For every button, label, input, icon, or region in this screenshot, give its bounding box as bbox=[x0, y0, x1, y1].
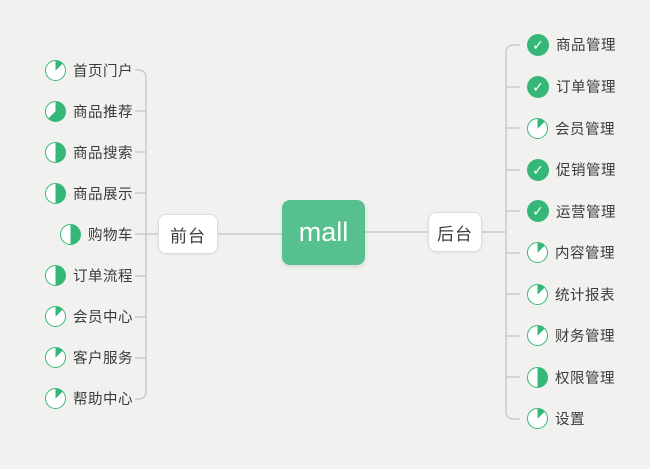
node-operation-mgmt[interactable]: ✓ 运营管理 bbox=[527, 190, 616, 232]
progress-pie-icon bbox=[45, 59, 66, 81]
backend-branch-list: ✓ 商品管理 ✓ 订单管理 会员管理 ✓ 促销管理 ✓ 运营管理 内容管理 统计… bbox=[527, 24, 616, 439]
node-promotion-mgmt[interactable]: ✓ 促销管理 bbox=[527, 149, 616, 191]
progress-pie-icon bbox=[527, 117, 548, 139]
node-label: 统计报表 bbox=[555, 287, 615, 304]
root-label: mall bbox=[298, 217, 349, 247]
node-label: 促销管理 bbox=[556, 163, 616, 180]
node-order-flow[interactable]: 订单流程 bbox=[45, 255, 133, 296]
progress-pie-icon bbox=[45, 100, 66, 122]
frontend-branch-node[interactable]: 前台 bbox=[158, 214, 218, 254]
progress-pie-icon bbox=[45, 182, 66, 204]
node-settings[interactable]: 设置 bbox=[527, 398, 585, 440]
node-label: 商品搜索 bbox=[73, 145, 133, 162]
node-label: 权限管理 bbox=[555, 370, 615, 387]
node-label: 商品管理 bbox=[556, 38, 616, 55]
node-product-recommend[interactable]: 商品推荐 bbox=[45, 91, 133, 132]
node-member-mgmt[interactable]: 会员管理 bbox=[527, 107, 615, 149]
progress-pie-icon bbox=[527, 242, 548, 264]
node-label: 会员中心 bbox=[73, 310, 133, 327]
node-label: 商品推荐 bbox=[73, 104, 133, 121]
node-statistics-report[interactable]: 统计报表 bbox=[527, 273, 615, 315]
check-icon: ✓ bbox=[527, 75, 549, 98]
progress-pie-icon bbox=[527, 366, 548, 388]
check-icon: ✓ bbox=[527, 158, 549, 181]
node-help-center[interactable]: 帮助中心 bbox=[45, 378, 133, 419]
node-label: 内容管理 bbox=[555, 246, 615, 263]
progress-pie-icon bbox=[527, 325, 548, 347]
backend-branch-node[interactable]: 后台 bbox=[428, 212, 482, 252]
node-order-mgmt[interactable]: ✓ 订单管理 bbox=[527, 66, 616, 108]
root-node-mall[interactable]: mall bbox=[282, 200, 365, 265]
branch-label: 后台 bbox=[437, 224, 473, 244]
progress-pie-icon bbox=[45, 265, 66, 287]
node-permission-mgmt[interactable]: 权限管理 bbox=[527, 357, 615, 399]
branch-label: 前台 bbox=[170, 226, 206, 246]
node-product-search[interactable]: 商品搜索 bbox=[45, 132, 133, 173]
node-finance-mgmt[interactable]: 财务管理 bbox=[527, 315, 615, 357]
progress-pie-icon bbox=[60, 223, 81, 245]
node-member-center[interactable]: 会员中心 bbox=[45, 296, 133, 337]
node-label: 订单流程 bbox=[73, 269, 133, 286]
node-label: 客户服务 bbox=[73, 351, 133, 368]
progress-pie-icon bbox=[45, 306, 66, 328]
node-content-mgmt[interactable]: 内容管理 bbox=[527, 232, 615, 274]
progress-pie-icon bbox=[45, 141, 66, 163]
progress-pie-icon bbox=[527, 283, 548, 305]
check-icon: ✓ bbox=[527, 200, 549, 223]
progress-pie-icon bbox=[45, 388, 66, 410]
node-home-portal[interactable]: 首页门户 bbox=[45, 50, 133, 91]
progress-pie-icon bbox=[527, 408, 548, 430]
node-label: 首页门户 bbox=[73, 63, 133, 80]
node-product-mgmt[interactable]: ✓ 商品管理 bbox=[527, 24, 616, 66]
node-label: 会员管理 bbox=[555, 121, 615, 138]
progress-pie-icon bbox=[45, 347, 66, 369]
node-label: 财务管理 bbox=[555, 329, 615, 346]
node-label: 设置 bbox=[555, 412, 585, 429]
check-icon: ✓ bbox=[527, 33, 549, 56]
node-label: 帮助中心 bbox=[73, 392, 133, 409]
node-product-display[interactable]: 商品展示 bbox=[45, 173, 133, 214]
node-label: 订单管理 bbox=[556, 80, 616, 96]
node-label: 商品展示 bbox=[73, 186, 133, 203]
frontend-branch-list: 首页门户 商品推荐 商品搜索 商品展示 购物车 订单流程 会员中心 客户服务 bbox=[45, 50, 133, 420]
node-customer-service[interactable]: 客户服务 bbox=[45, 337, 133, 378]
node-cart[interactable]: 购物车 bbox=[60, 214, 133, 255]
node-label: 运营管理 bbox=[556, 204, 616, 221]
node-label: 购物车 bbox=[88, 227, 133, 244]
